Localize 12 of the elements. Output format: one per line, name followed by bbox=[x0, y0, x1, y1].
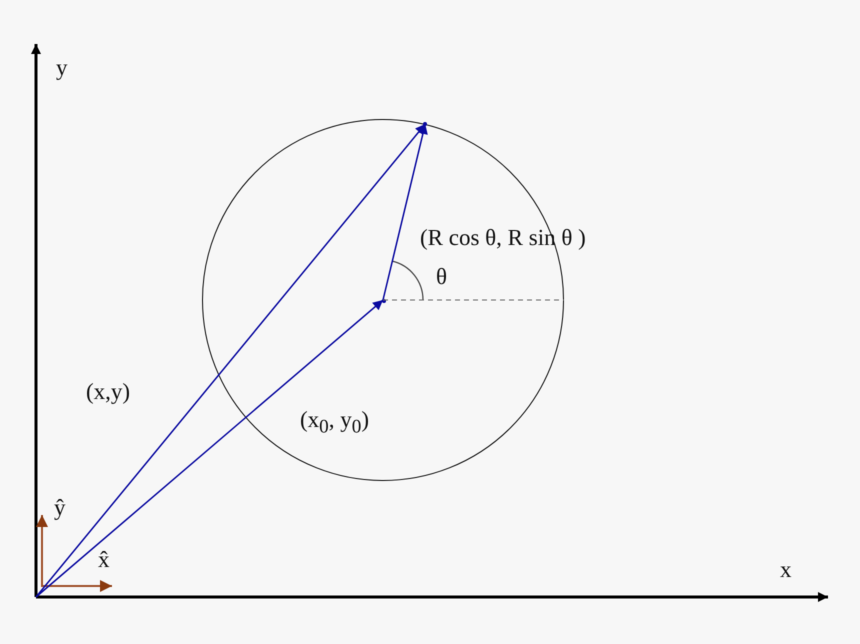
circle bbox=[202, 119, 564, 481]
arrow bbox=[36, 299, 384, 598]
center-point bbox=[382, 299, 386, 303]
angle-label: θ bbox=[436, 265, 448, 288]
axis-label: x bbox=[780, 558, 792, 581]
arrow bbox=[382, 124, 428, 300]
axis-label: y bbox=[56, 56, 68, 79]
unit-vector-label: x̂ bbox=[98, 548, 110, 571]
coordinate-label: (x,y) bbox=[86, 380, 130, 403]
coordinate-label: (x$_{0}$, y$_{0}$) bbox=[300, 408, 369, 437]
arrow bbox=[35, 124, 426, 598]
unit-vector-label: ŷ bbox=[54, 496, 66, 519]
